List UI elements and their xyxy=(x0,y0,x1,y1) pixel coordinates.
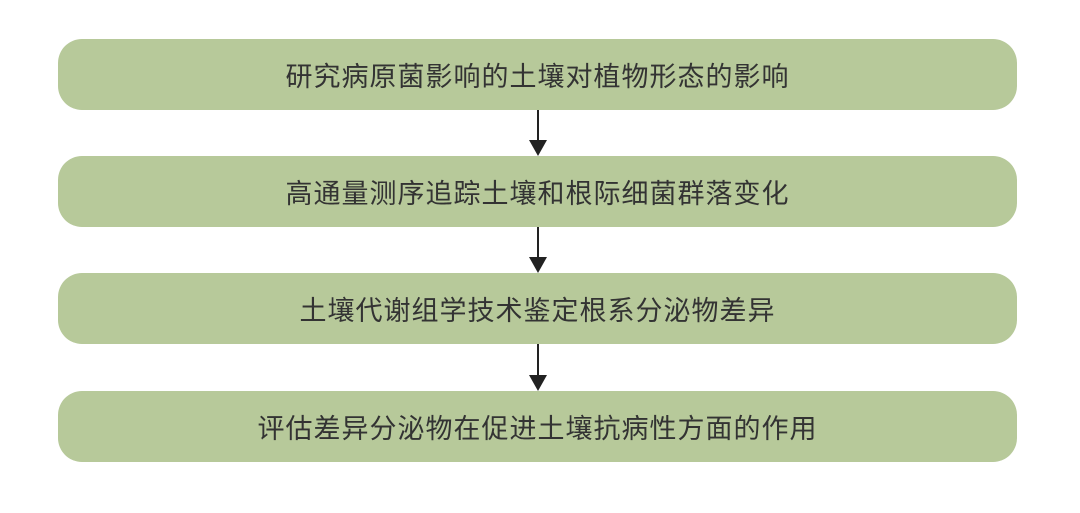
step-label: 评估差异分泌物在促进土壤抗病性方面的作用 xyxy=(257,414,818,445)
step-box-3: 土壤代谢组学技术鉴定根系分泌物差异 xyxy=(58,273,1017,344)
arrow-down-icon xyxy=(528,110,548,156)
arrow-down-icon xyxy=(528,344,548,391)
step-label: 研究病原菌影响的土壤对植物形态的影响 xyxy=(285,62,790,93)
step-box-1: 研究病原菌影响的土壤对植物形态的影响 xyxy=(58,39,1017,110)
step-label: 土壤代谢组学技术鉴定根系分泌物差异 xyxy=(299,296,776,327)
step-label: 高通量测序追踪土壤和根际细菌群落变化 xyxy=(285,179,790,210)
step-box-4: 评估差异分泌物在促进土壤抗病性方面的作用 xyxy=(58,391,1017,462)
step-box-2: 高通量测序追踪土壤和根际细菌群落变化 xyxy=(58,156,1017,227)
arrow-down-icon xyxy=(528,227,548,273)
